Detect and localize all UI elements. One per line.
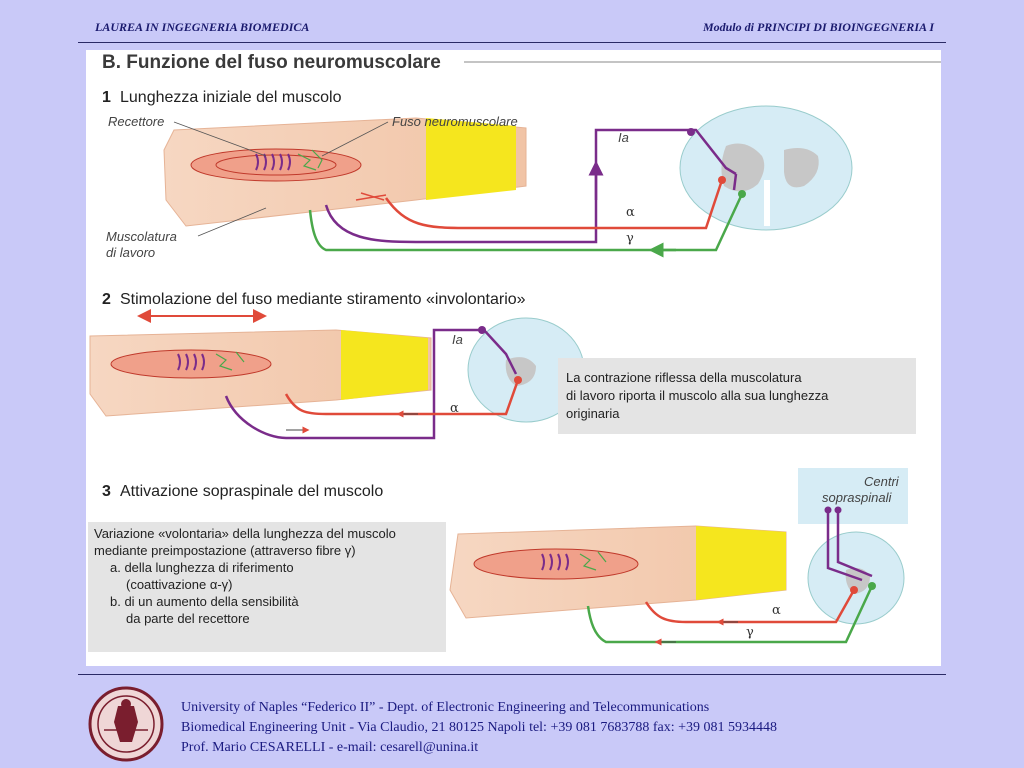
section-1-title: Lunghezza iniziale del muscolo bbox=[120, 89, 342, 106]
box-3-background bbox=[88, 522, 446, 652]
section-3-number: 3 bbox=[102, 483, 111, 500]
box-2-line-2: di lavoro riporta il muscolo alla sua lu… bbox=[566, 388, 829, 403]
ia-afferent-1 bbox=[324, 128, 737, 244]
label-gamma-3: γ bbox=[746, 625, 754, 640]
section-2-title: Stimolazione del fuso mediante stirament… bbox=[120, 291, 526, 308]
spinal-cord-1 bbox=[679, 105, 853, 231]
section-3-title: Attivazione sopraspinale del muscolo bbox=[120, 483, 383, 500]
muscle-1 bbox=[163, 117, 527, 227]
text-3-line-3: a. della lunghezza di riferimento bbox=[110, 560, 294, 575]
alpha-motor-1 bbox=[384, 179, 724, 230]
footer-line-2: Biomedical Engineering Unit - Via Claudi… bbox=[181, 720, 778, 735]
label-recettore: Recettore bbox=[108, 114, 164, 129]
figure-title: B. Funzione del fuso neuromuscolare bbox=[102, 52, 441, 73]
box-2-line-1: La contrazione riflessa della muscolatur… bbox=[566, 370, 802, 385]
gamma-motor-3 bbox=[586, 585, 874, 644]
label-centri-1: Centri bbox=[864, 474, 900, 489]
footer-divider bbox=[78, 674, 946, 675]
label-alpha-1: α bbox=[626, 205, 635, 220]
gamma-motor-1 bbox=[308, 193, 744, 252]
footer-line-3: Prof. Mario CESARELLI - e-mail: cesarell… bbox=[181, 740, 479, 755]
muscle-3 bbox=[449, 525, 787, 619]
label-gamma-1: γ bbox=[626, 231, 634, 246]
section-2-number: 2 bbox=[102, 291, 111, 308]
text-3-line-6: da parte del recettore bbox=[126, 611, 250, 626]
centri-sopraspinali-box bbox=[798, 468, 908, 524]
label-centri-2: sopraspinali bbox=[822, 490, 892, 505]
label-alpha-2: α bbox=[450, 401, 459, 416]
section-1-number: 1 bbox=[102, 89, 111, 106]
label-ia-2: Ia bbox=[452, 332, 463, 347]
label-muscolatura-1: Muscolatura bbox=[106, 229, 177, 244]
label-ia-1: Ia bbox=[618, 130, 629, 145]
footer-line-1: University of Naples “Federico II” - Dep… bbox=[181, 700, 710, 715]
descending-path-2 bbox=[836, 510, 873, 578]
label-muscolatura-2: di lavoro bbox=[106, 245, 155, 260]
text-3-line-5: b. di un aumento della sensibilità bbox=[110, 594, 299, 609]
label-alpha-3: α bbox=[772, 603, 781, 618]
descending-path-1 bbox=[826, 510, 863, 582]
alpha-motor-2 bbox=[284, 379, 520, 416]
university-seal-logo bbox=[88, 686, 164, 762]
text-3-line-4: (coattivazione α-γ) bbox=[126, 577, 233, 592]
footer-info: University of Naples “Federico II” - Dep… bbox=[181, 698, 777, 758]
header-divider bbox=[78, 42, 946, 43]
text-3-line-1: Variazione «volontaria» della lunghezza … bbox=[94, 526, 396, 541]
ia-afferent-2 bbox=[224, 328, 518, 440]
muscle-2 bbox=[89, 329, 432, 417]
label-fuso: Fuso neuromuscolare bbox=[392, 114, 518, 129]
header-module-title: Modulo di PRINCIPI DI BIOINGEGNERIA I bbox=[702, 20, 934, 34]
neuromuscular-spindle-figure: B. Funzione del fuso neuromuscolare 1 Lu… bbox=[86, 50, 941, 666]
box-2-background bbox=[558, 358, 916, 434]
text-3-line-2: mediante preimpostazione (attraverso fib… bbox=[94, 543, 356, 558]
box-2-line-3: originaria bbox=[566, 406, 620, 421]
header-course-title: LAUREA IN INGEGNERIA BIOMEDICA bbox=[95, 20, 310, 34]
alpha-motor-3 bbox=[644, 589, 856, 624]
